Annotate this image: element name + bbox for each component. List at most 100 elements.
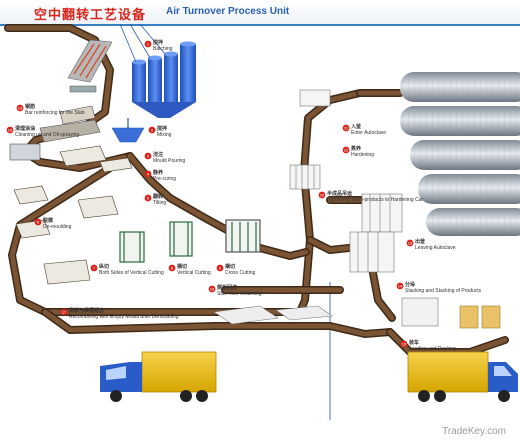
step-label-cn: 蒸养 — [351, 146, 362, 152]
step-label-cn: 侧板回送 — [217, 285, 238, 291]
step-label-cn: 侧板与模框组合 — [69, 308, 105, 314]
step-number-3: 3 — [147, 154, 150, 159]
step-marker-2 — [148, 126, 156, 134]
step-number-11: 11 — [344, 126, 349, 131]
step-label-en: Pre-curing — [153, 176, 177, 182]
step-label-en: Loading and Packing — [409, 346, 456, 352]
step-number-18: 18 — [8, 128, 13, 133]
step-label-en: Tilting — [153, 200, 167, 206]
step-label-en: Recombining with Empty Mould after Demou… — [69, 314, 179, 320]
step-marker-8 — [168, 264, 176, 272]
step-number-8: 8 — [171, 266, 174, 271]
step-number-14: 14 — [398, 284, 403, 289]
step-number-15: 15 — [402, 342, 407, 347]
step-label-en: Both Sides of Vertical Cutting — [99, 270, 164, 276]
autoclaves — [400, 72, 520, 236]
step-number-13: 13 — [408, 241, 413, 246]
step-marker-13 — [406, 239, 414, 247]
step-marker-17 — [60, 308, 68, 316]
step-label-cn: 半成品吊运 — [327, 191, 353, 197]
step-marker-1 — [144, 40, 152, 48]
step-label-en: Mould Pouring — [153, 158, 186, 164]
step-label-cn: 翻转 — [153, 194, 164, 200]
step-marker-4 — [144, 170, 152, 178]
pallets — [213, 297, 501, 329]
truck-left — [100, 351, 217, 402]
step-label-cn: 横切 — [177, 264, 188, 270]
step-label-en: Cleaning up and Oil spraying — [15, 132, 80, 138]
step-marker-12 — [342, 146, 350, 154]
reinforcement-rack — [67, 39, 113, 93]
step-label-en: Vertical Cutting — [177, 270, 211, 276]
step-marker-7 — [90, 264, 98, 272]
step-label-cn: 搅拌 — [157, 126, 168, 132]
step-number-4: 4 — [147, 172, 150, 177]
step-number-9: 9 — [219, 266, 222, 271]
step-number-17: 17 — [62, 310, 67, 315]
mould-stations — [13, 145, 133, 285]
step-label-cn: 浇注 — [153, 152, 164, 158]
step-marker-14 — [396, 282, 404, 290]
step-label-en: Hardening — [351, 152, 375, 158]
step-number-2: 2 — [151, 128, 154, 133]
diagram-title-en: Air Turnover Process Unit — [166, 6, 290, 17]
step-number-10: 10 — [320, 193, 325, 198]
step-marker-19 — [16, 104, 24, 112]
step-marker-15 — [400, 340, 408, 348]
step-label-cn: 清理涂油 — [15, 126, 36, 132]
step-label-en: Batching — [153, 46, 173, 52]
step-marker-6 — [34, 218, 42, 226]
step-label-cn: 装车 — [409, 340, 420, 346]
step-label-cn: 入釜 — [351, 124, 362, 130]
step-marker-5 — [144, 194, 152, 202]
step-number-5: 5 — [147, 196, 150, 201]
step-number-12: 12 — [344, 148, 349, 153]
step-label-en: De-moulding — [43, 224, 72, 230]
step-marker-10 — [318, 191, 326, 199]
step-label-en: Mixing — [157, 132, 172, 138]
step-marker-3 — [144, 152, 152, 160]
step-number-19: 19 — [18, 106, 23, 111]
cleaning-station — [9, 105, 101, 161]
step-label-en: Hardening Semi-products to Hardening Car — [327, 197, 424, 203]
step-number-1: 1 — [147, 42, 150, 47]
step-label-en: Side Turn Returning — [217, 291, 262, 297]
cutting-machines — [119, 219, 261, 263]
step-number-6: 6 — [37, 220, 40, 225]
step-label-en: Cross Cutting — [225, 270, 256, 276]
watermark: TradeKey.com — [442, 426, 506, 437]
step-number-16: 16 — [210, 287, 215, 292]
step-label-en: Leaving Autoclave — [415, 245, 456, 251]
step-label-cn: 钢筋 — [25, 104, 36, 110]
step-label-cn: 出釜 — [415, 239, 426, 245]
step-label-en: Enter Autoclave — [351, 130, 387, 136]
step-label-en: Bar reinforcing for the Slab — [25, 110, 85, 116]
diagram-title-cn: 空中翻转工艺设备 — [34, 7, 147, 22]
hardening-cars — [289, 89, 403, 273]
step-label-cn: 搅拌 — [153, 40, 164, 46]
step-marker-16 — [208, 285, 216, 293]
silo-group — [111, 23, 196, 143]
step-marker-18 — [6, 126, 14, 134]
step-label-cn: 横切 — [225, 264, 236, 270]
